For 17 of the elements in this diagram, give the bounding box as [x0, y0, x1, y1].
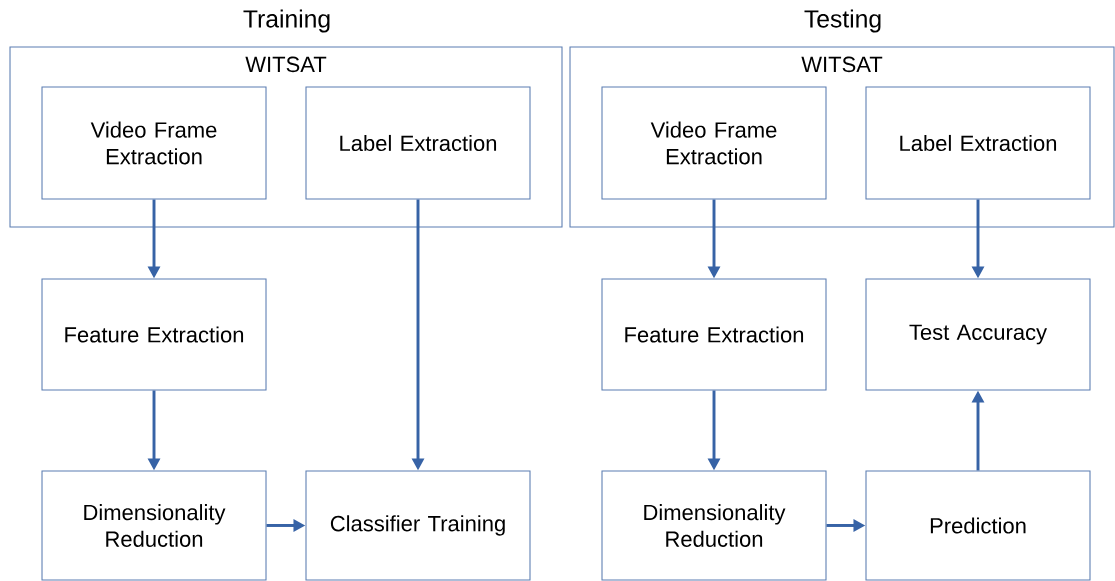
process-box: Feature Extraction: [601, 278, 827, 391]
process-box: Dimensionality Reduction: [601, 470, 827, 581]
process-box: Label Extraction: [865, 86, 1091, 200]
process-box: Video Frame Extraction: [601, 86, 827, 200]
section-heading: Training: [243, 9, 330, 33]
process-box: Label Extraction: [305, 86, 531, 200]
process-box: Feature Extraction: [41, 278, 267, 391]
process-box: Prediction: [865, 470, 1091, 581]
process-box: Test Accuracy: [865, 278, 1091, 391]
group-box: [569, 46, 1115, 228]
group-title: WITSAT: [801, 56, 883, 73]
section-heading: Testing: [804, 9, 881, 33]
group-title: WITSAT: [245, 56, 327, 73]
process-box: Dimensionality Reduction: [41, 470, 267, 581]
process-box: Video Frame Extraction: [41, 86, 267, 200]
process-box: Classifier Training: [305, 470, 531, 581]
group-box: [9, 46, 563, 228]
